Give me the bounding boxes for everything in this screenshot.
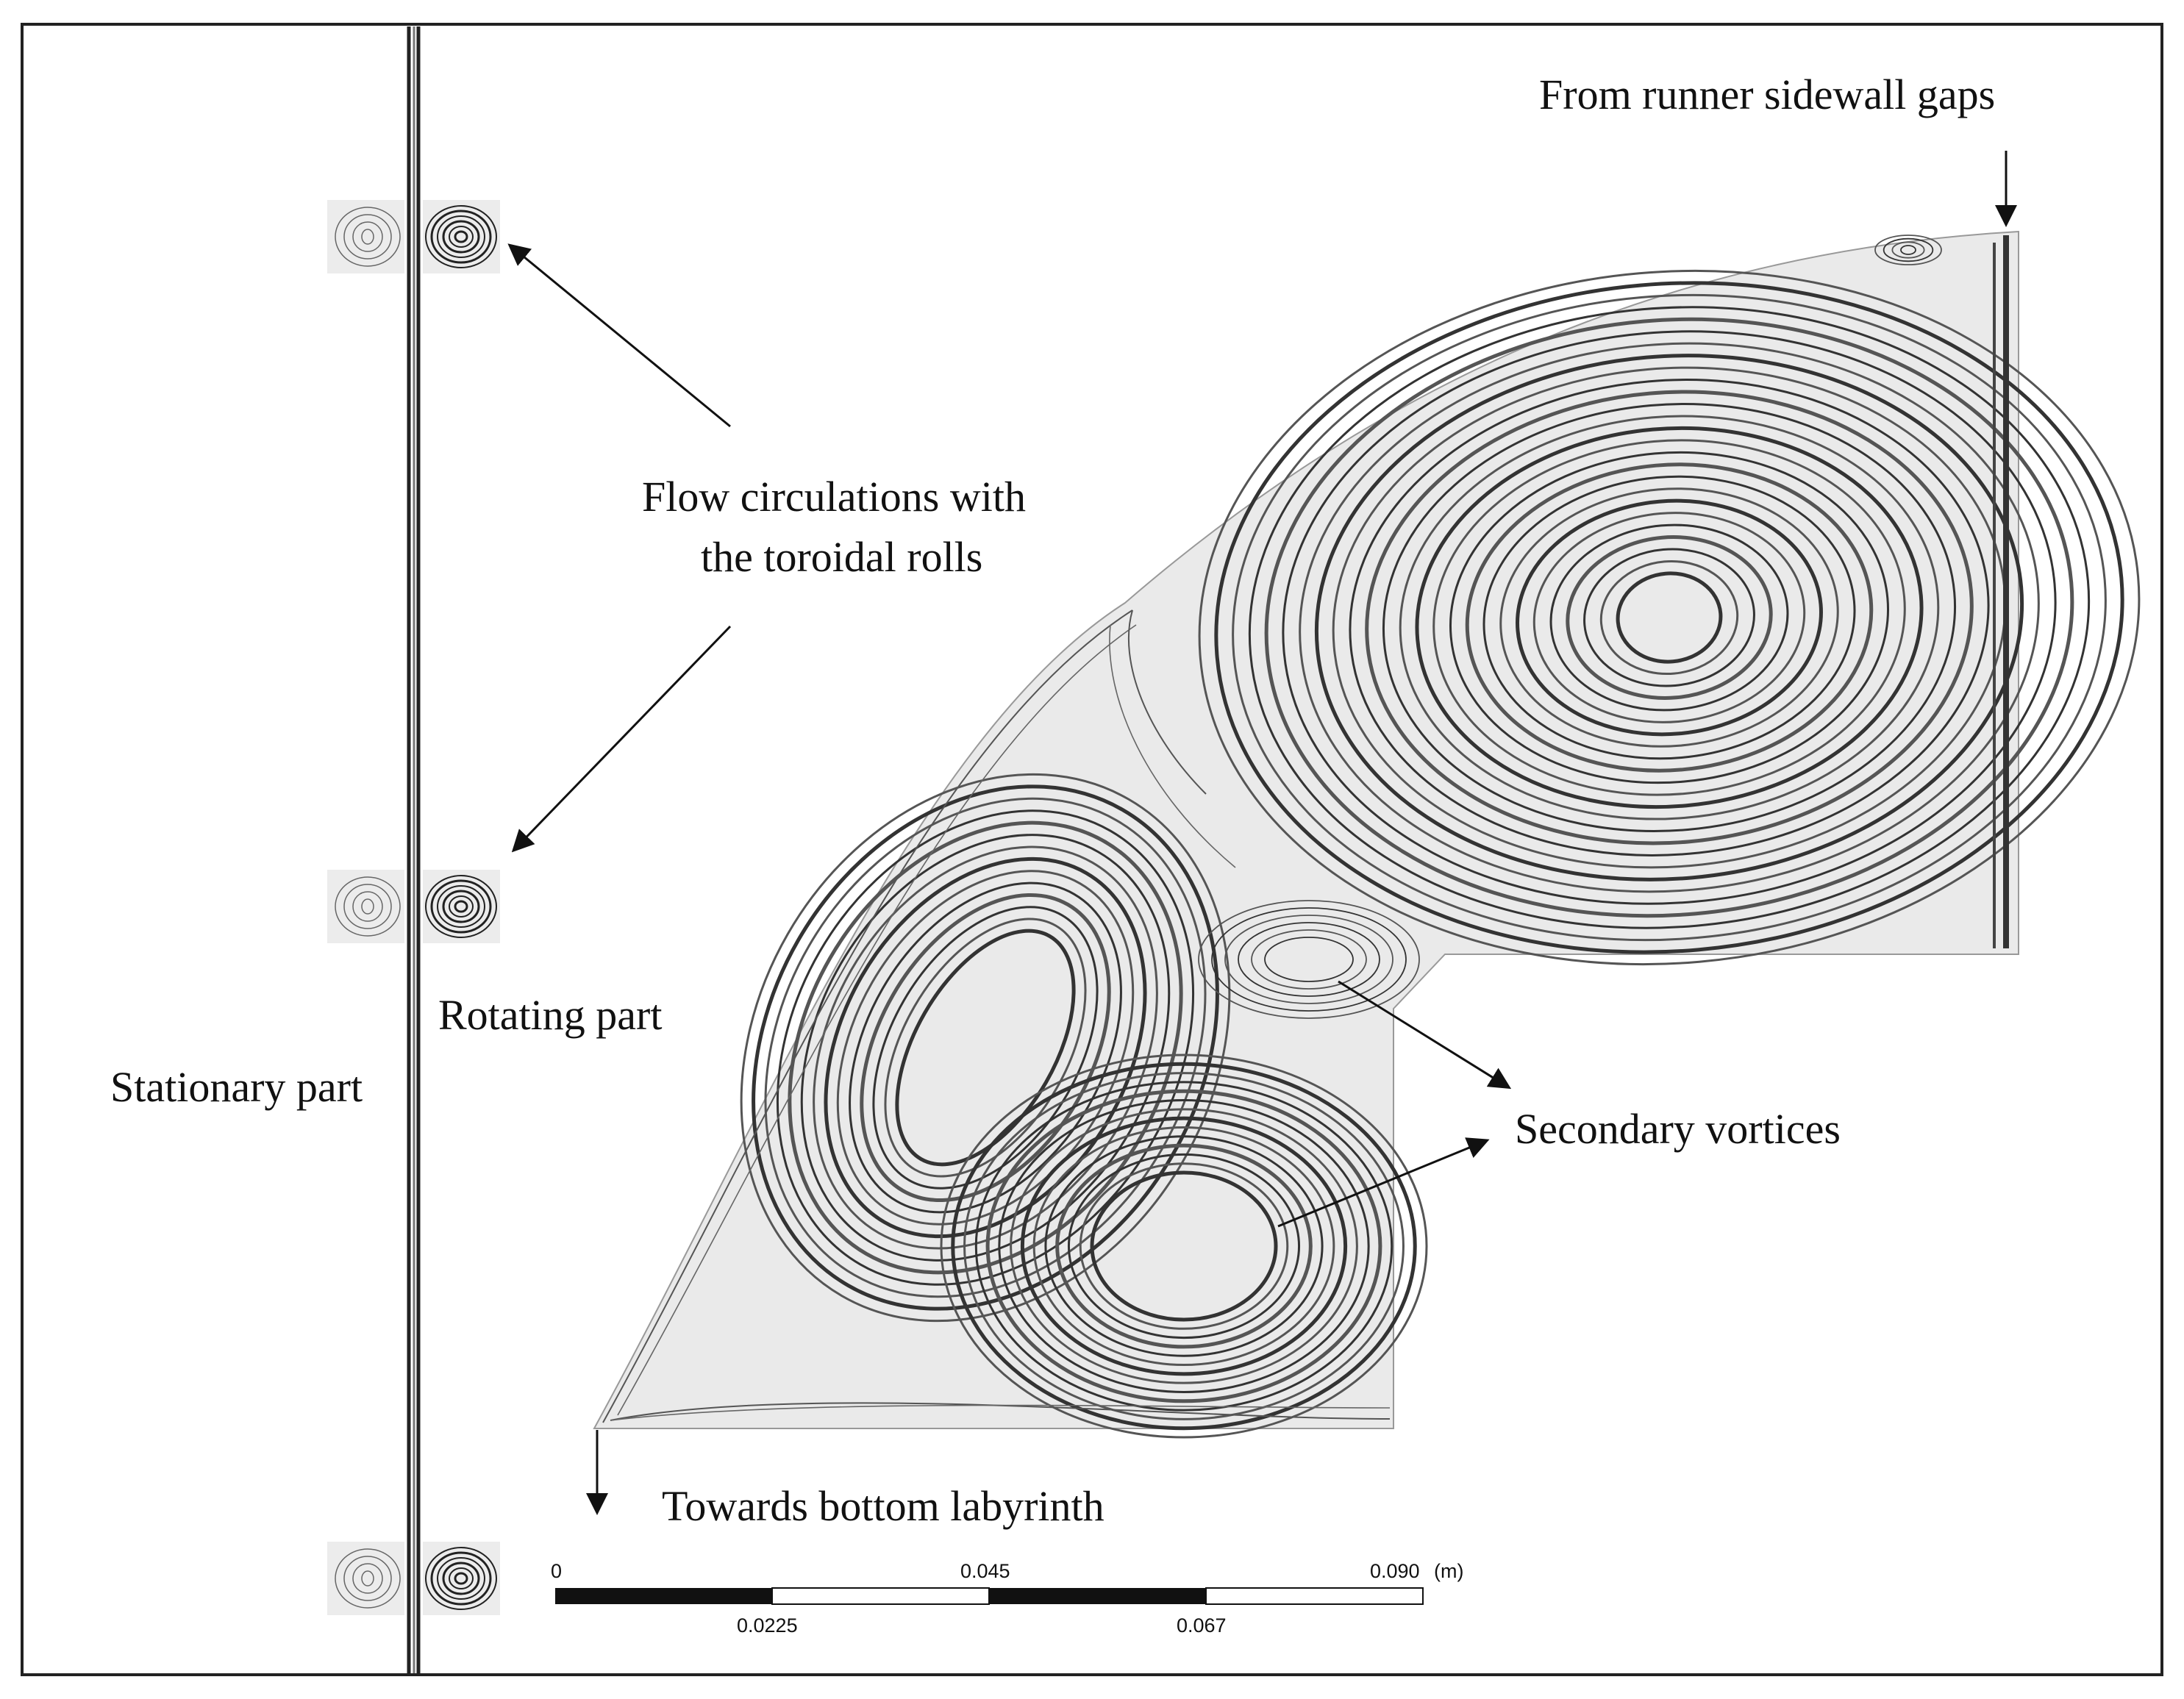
secondary-vortex-streamlines bbox=[1198, 900, 1420, 1019]
toroidal-roll-middle bbox=[327, 870, 500, 943]
scale-unit: (m) bbox=[1434, 1560, 1463, 1582]
annotation-arrows bbox=[507, 151, 2017, 1515]
toroidal-roll-bottom bbox=[327, 1542, 500, 1615]
corner-vortex-streamlines bbox=[1874, 235, 1942, 265]
label-flow-circulations-2: the toroidal rolls bbox=[701, 533, 982, 581]
label-towards-bottom: Towards bottom labyrinth bbox=[662, 1482, 1105, 1530]
scale-tick-0090: 0.090 bbox=[1370, 1560, 1420, 1582]
scale-tick-00225: 0.0225 bbox=[737, 1614, 798, 1637]
label-flow-circulations-1: Flow circulations with bbox=[642, 473, 1026, 521]
lower-right-vortex-streamlines bbox=[940, 1054, 1428, 1439]
arrow-secondary-large bbox=[1277, 1137, 1490, 1228]
toroidal-roll-top bbox=[327, 200, 500, 273]
scale-tick-0045: 0.045 bbox=[960, 1560, 1010, 1582]
arrow-secondary-small bbox=[1338, 980, 1512, 1090]
rotating-shaft bbox=[407, 26, 421, 1673]
arrow-roll-middle bbox=[511, 625, 732, 853]
figure-frame bbox=[21, 23, 2163, 1676]
scale-tick-0067: 0.067 bbox=[1177, 1614, 1227, 1637]
arrow-roll-top bbox=[507, 243, 731, 428]
scale-bar: 0 0.045 0.090 (m) 0.0225 0.067 bbox=[551, 1560, 1463, 1637]
boundary-streamlines bbox=[602, 235, 2009, 1423]
label-from-runner: From runner sidewall gaps bbox=[1539, 71, 1995, 118]
label-rotating-part: Rotating part bbox=[438, 991, 662, 1039]
label-stationary-part: Stationary part bbox=[110, 1063, 363, 1111]
lower-left-vortex-streamlines bbox=[740, 773, 1231, 1323]
scale-tick-0: 0 bbox=[551, 1560, 562, 1582]
label-secondary-vortices: Secondary vortices bbox=[1515, 1105, 1841, 1153]
